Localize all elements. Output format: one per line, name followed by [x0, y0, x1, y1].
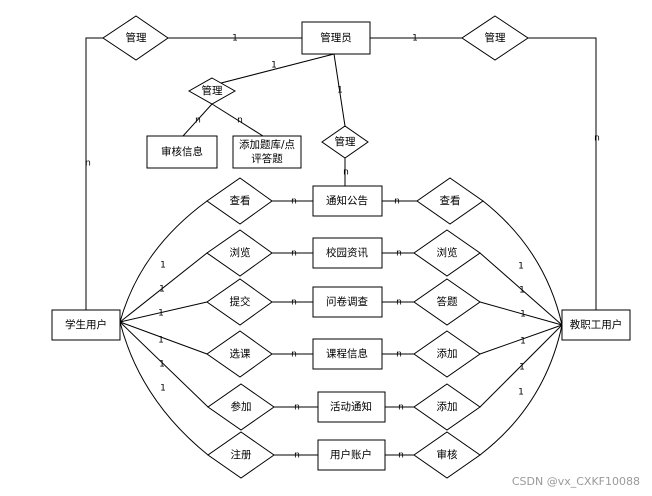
svg-text:教职工用户: 教职工用户: [570, 318, 623, 331]
svg-text:n: n: [291, 350, 297, 360]
relation-select-course: 选课: [206, 330, 273, 378]
entity-add-question-bank: 添加题库/点 评答题: [232, 135, 302, 169]
svg-text:参加: 参加: [231, 400, 252, 413]
svg-text:1: 1: [271, 61, 277, 71]
entity-review-info: 审核信息: [146, 135, 218, 169]
svg-text:n: n: [398, 451, 404, 461]
cardinality-labels: 1 1 n n 1 1 n n n n n n n n n n n n n n …: [85, 34, 600, 461]
entity-student: 学生用户: [51, 309, 121, 341]
svg-text:1: 1: [232, 34, 238, 44]
svg-text:管理: 管理: [335, 135, 356, 148]
relation-submit: 提交: [206, 278, 273, 326]
svg-text:选课: 选课: [230, 347, 251, 360]
svg-text:n: n: [294, 451, 300, 461]
svg-text:管理: 管理: [485, 31, 506, 44]
svg-text:问卷调查: 问卷调查: [326, 295, 368, 308]
svg-text:注册: 注册: [231, 448, 252, 461]
svg-text:n: n: [237, 116, 243, 126]
svg-text:1: 1: [158, 309, 164, 319]
entity-account: 用户账户: [317, 439, 386, 471]
entity-campus-news: 校园资讯: [312, 237, 383, 269]
svg-text:校园资讯: 校园资讯: [326, 246, 368, 259]
relation-manage-mid: 管理: [187, 77, 237, 105]
svg-text:查看: 查看: [230, 194, 251, 207]
svg-text:1: 1: [412, 34, 418, 44]
svg-text:用户账户: 用户账户: [330, 448, 372, 461]
watermark: CSDN @vx_CXKF10088: [512, 475, 640, 488]
relation-manage-right: 管理: [461, 15, 529, 61]
svg-text:n: n: [195, 116, 201, 126]
svg-text:提交: 提交: [230, 295, 251, 308]
relation-add-course: 添加: [413, 330, 481, 378]
entity-survey: 问卷调查: [312, 286, 383, 318]
svg-text:n: n: [291, 197, 297, 207]
svg-text:1: 1: [337, 86, 343, 96]
svg-text:1: 1: [520, 310, 526, 320]
svg-text:管理员: 管理员: [320, 31, 352, 44]
relation-participate: 参加: [207, 383, 275, 431]
relation-browse-left: 浏览: [206, 229, 273, 277]
entity-staff: 教职工用户: [561, 309, 631, 341]
relation-add-activity: 添加: [413, 383, 481, 431]
svg-text:添加: 添加: [437, 400, 458, 413]
relation-view-right: 查看: [416, 177, 484, 225]
svg-text:审核: 审核: [437, 448, 458, 461]
svg-text:n: n: [396, 350, 402, 360]
entity-notice: 通知公告: [312, 185, 383, 217]
svg-text:1: 1: [160, 384, 166, 394]
svg-text:n: n: [394, 197, 400, 207]
svg-text:1: 1: [159, 285, 165, 295]
svg-text:管理: 管理: [202, 84, 223, 97]
svg-text:n: n: [291, 298, 297, 308]
relation-answer: 答题: [413, 278, 481, 326]
svg-text:活动通知: 活动通知: [330, 400, 372, 413]
svg-text:评答题: 评答题: [251, 152, 283, 165]
relation-audit: 审核: [413, 431, 481, 479]
svg-text:n: n: [343, 168, 349, 178]
svg-text:添加: 添加: [437, 347, 458, 360]
svg-text:n: n: [294, 403, 300, 413]
entity-activity: 活动通知: [317, 391, 386, 423]
svg-text:1: 1: [159, 360, 165, 370]
svg-text:浏览: 浏览: [437, 246, 458, 259]
svg-text:n: n: [398, 403, 404, 413]
svg-text:查看: 查看: [440, 194, 461, 207]
svg-text:n: n: [291, 249, 297, 259]
svg-text:n: n: [85, 159, 91, 169]
entity-course: 课程信息: [312, 338, 383, 370]
svg-text:答题: 答题: [437, 295, 458, 308]
relation-browse-right: 浏览: [413, 229, 481, 277]
connector-lines: [85, 37, 597, 456]
entity-admin: 管理员: [301, 21, 371, 55]
svg-text:审核信息: 审核信息: [161, 145, 203, 158]
svg-text:课程信息: 课程信息: [326, 347, 368, 360]
svg-text:添加题库/点: 添加题库/点: [239, 138, 295, 151]
svg-text:n: n: [396, 249, 402, 259]
svg-text:1: 1: [158, 336, 164, 346]
relation-view-left: 查看: [206, 177, 273, 225]
svg-text:1: 1: [518, 388, 524, 398]
svg-text:n: n: [396, 298, 402, 308]
relation-register: 注册: [207, 431, 275, 479]
svg-text:1: 1: [518, 262, 524, 272]
svg-text:通知公告: 通知公告: [326, 194, 368, 207]
relation-manage-left: 管理: [102, 15, 169, 61]
svg-text:1: 1: [519, 286, 525, 296]
svg-text:1: 1: [520, 337, 526, 347]
svg-text:浏览: 浏览: [230, 246, 251, 259]
svg-text:学生用户: 学生用户: [65, 318, 107, 331]
relation-manage-center: 管理: [321, 125, 369, 159]
svg-text:管理: 管理: [126, 31, 147, 44]
svg-text:1: 1: [160, 261, 166, 271]
svg-text:n: n: [594, 134, 600, 144]
svg-text:1: 1: [519, 363, 525, 373]
